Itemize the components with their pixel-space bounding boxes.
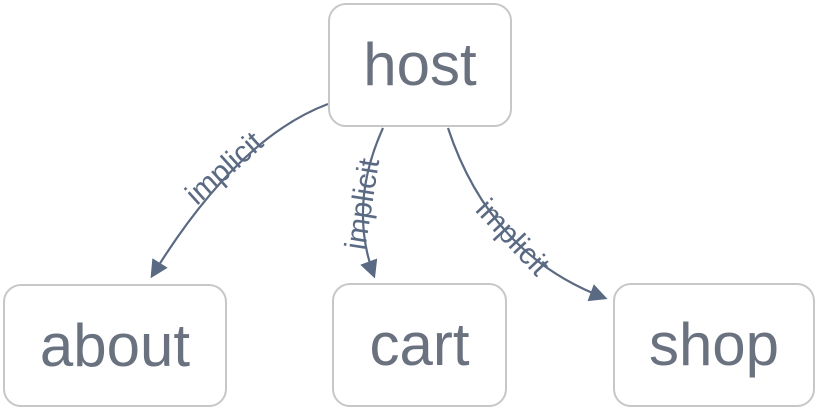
edge-label-host-about: implicit [179, 125, 270, 211]
edge-label-host-shop: implicit [469, 193, 556, 283]
edge-label-host-cart: implicit [339, 156, 386, 252]
edge-host-cart [360, 127, 385, 279]
node-about-label: about [39, 311, 191, 379]
node-host: host [328, 3, 512, 127]
edge-host-shop [446, 127, 608, 302]
node-shop: shop [613, 283, 815, 407]
node-about: about [3, 284, 227, 407]
node-cart-label: cart [369, 311, 470, 378]
node-shop-label: shop [648, 311, 780, 378]
edge-host-about [150, 102, 329, 279]
node-host-label: host [363, 31, 477, 98]
node-cart: cart [332, 283, 507, 407]
